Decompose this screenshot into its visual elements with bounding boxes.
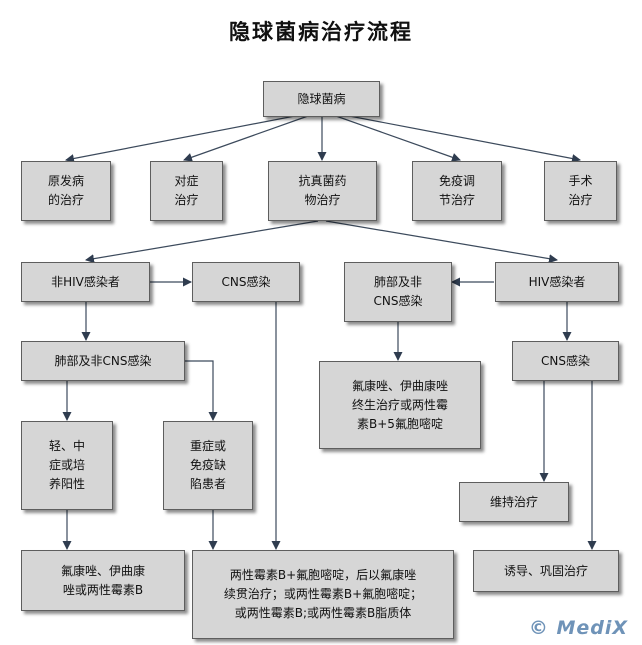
node-non-hiv: 非HIV感染者 bbox=[21, 262, 150, 302]
node-flu-left: 氟康唑、伊曲康 唑或两性霉素B bbox=[21, 550, 185, 611]
node-surgery: 手术 治疗 bbox=[544, 161, 617, 221]
node-lung-right: 肺部及非 CNS感染 bbox=[344, 262, 452, 322]
arrow-root-symptomatic bbox=[183, 115, 309, 162]
arrow-root-surgery bbox=[343, 114, 581, 163]
node-symptomatic: 对症 治疗 bbox=[150, 161, 223, 221]
node-maintain: 维持治疗 bbox=[459, 482, 569, 522]
node-immuno: 免疫调 节治疗 bbox=[412, 161, 502, 221]
arrow-antifungal-hiv bbox=[325, 220, 558, 264]
arrow-antifungal-nonhiv bbox=[85, 220, 319, 264]
node-cns-right: CNS感染 bbox=[512, 341, 619, 381]
arrow-root-primary bbox=[65, 114, 301, 163]
node-cns-left: CNS感染 bbox=[192, 262, 300, 302]
watermark-logo: © MediX bbox=[528, 617, 628, 639]
node-lung-left: 肺部及非CNS感染 bbox=[21, 341, 185, 381]
node-hiv: HIV感染者 bbox=[495, 262, 619, 302]
node-lifelong: 氟康唑、伊曲康唑 终生治疗或两性霉 素B+5氟胞嘧啶 bbox=[319, 361, 481, 449]
node-induction: 诱导、巩固治疗 bbox=[473, 550, 619, 592]
node-mild: 轻、中 症或培 养阳性 bbox=[21, 421, 113, 510]
page-title: 隐球菌病治疗流程 bbox=[229, 19, 413, 44]
node-primary: 原发病 的治疗 bbox=[21, 161, 111, 221]
node-root: 隐球菌病 bbox=[263, 81, 380, 117]
node-antifungal: 抗真菌药 物治疗 bbox=[268, 161, 377, 221]
arrow-root-immuno bbox=[335, 115, 461, 162]
node-combo: 两性霉素B+氟胞嘧啶，后以氟康唑 续贯治疗；或两性霉素B+氟胞嘧啶； 或两性霉素… bbox=[192, 550, 454, 639]
node-severe: 重症或 免疫缺 陷患者 bbox=[163, 421, 253, 510]
arrow-lung-severe bbox=[185, 360, 218, 421]
